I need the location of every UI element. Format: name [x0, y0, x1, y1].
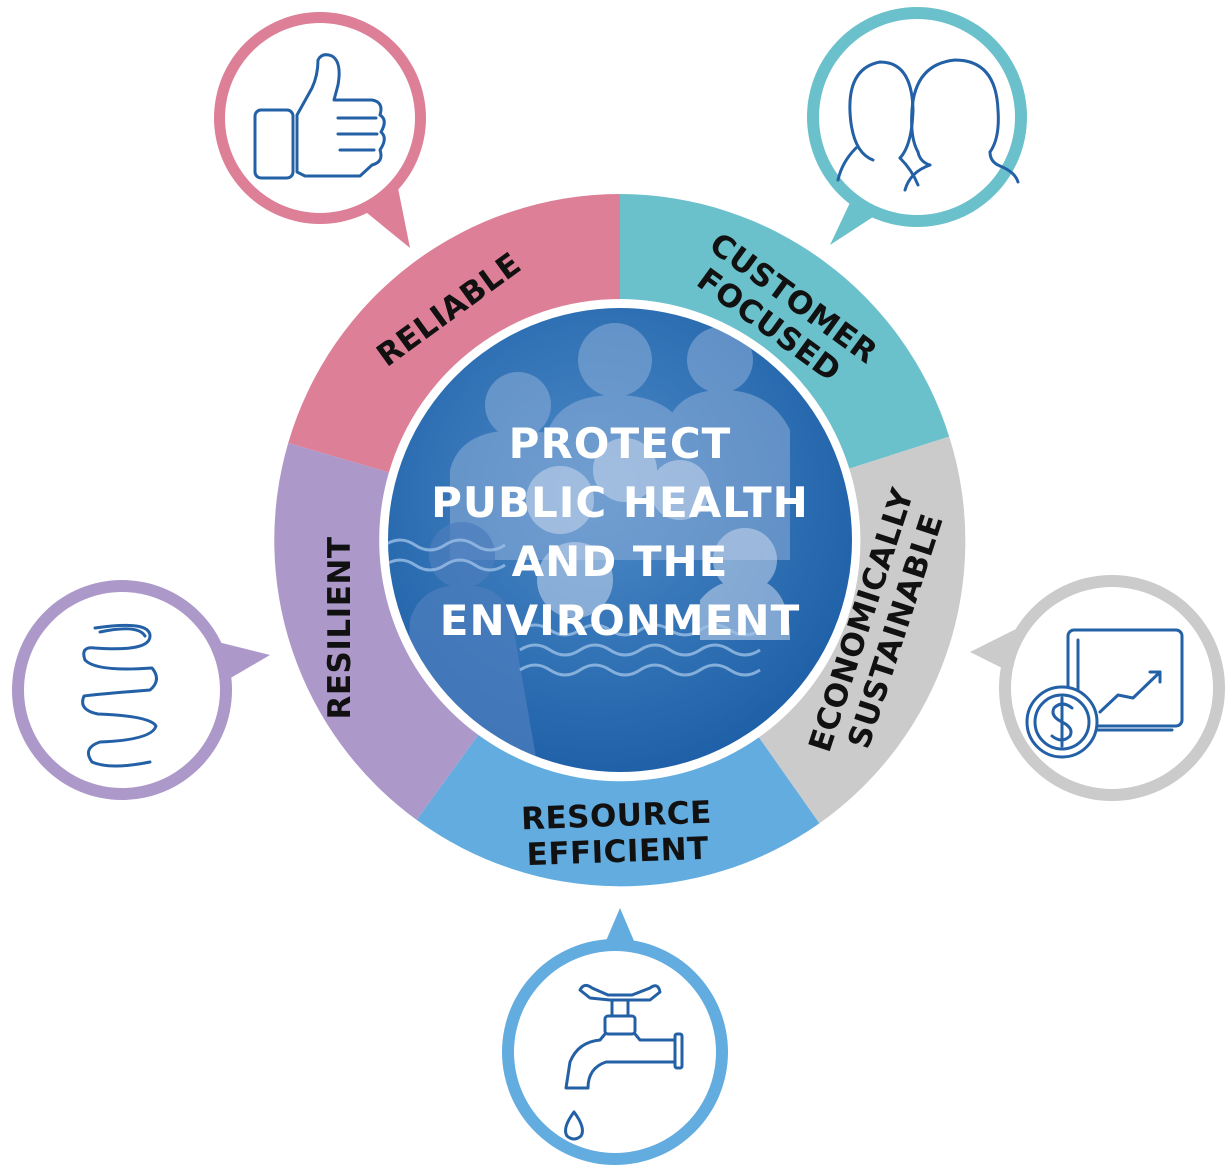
dollar-growth-icon	[1025, 628, 1184, 759]
bubble-reliable	[214, 12, 426, 248]
segment-economically-sustainable	[758, 436, 966, 824]
bubble-customer-focused	[807, 7, 1027, 245]
spring-icon	[81, 623, 158, 768]
water-faucet-icon	[564, 983, 684, 1141]
segment-reliable	[288, 194, 620, 473]
segment-resilient	[274, 443, 479, 820]
people-icon	[836, 58, 1020, 192]
center-circle: PROTECT PUBLIC HEALTH AND THE ENVIRONMEN…	[388, 308, 852, 772]
ring	[274, 194, 966, 887]
thumbs-up-icon	[253, 53, 386, 180]
bubble-resource-efficient	[502, 908, 728, 1165]
segment-customer-focused	[620, 194, 950, 469]
label-resource-efficient-line-1: RESOURCE	[521, 795, 713, 838]
center-title-line-1: PROTECT	[509, 419, 732, 468]
label-resource-efficient-line-2: EFFICIENT	[526, 831, 709, 873]
segment-resource-efficient	[416, 734, 820, 887]
label-resource-efficient: RESOURCE EFFICIENT	[521, 795, 713, 873]
bubble-economically-sustainable	[970, 575, 1225, 801]
bubble-resilient	[12, 580, 270, 800]
center-title-line-2: PUBLIC HEALTH	[431, 478, 809, 527]
label-resilient: RESILIENT	[322, 537, 358, 720]
center-title-line-4: ENVIRONMENT	[440, 596, 800, 645]
center-title-line-3: AND THE	[512, 537, 729, 586]
